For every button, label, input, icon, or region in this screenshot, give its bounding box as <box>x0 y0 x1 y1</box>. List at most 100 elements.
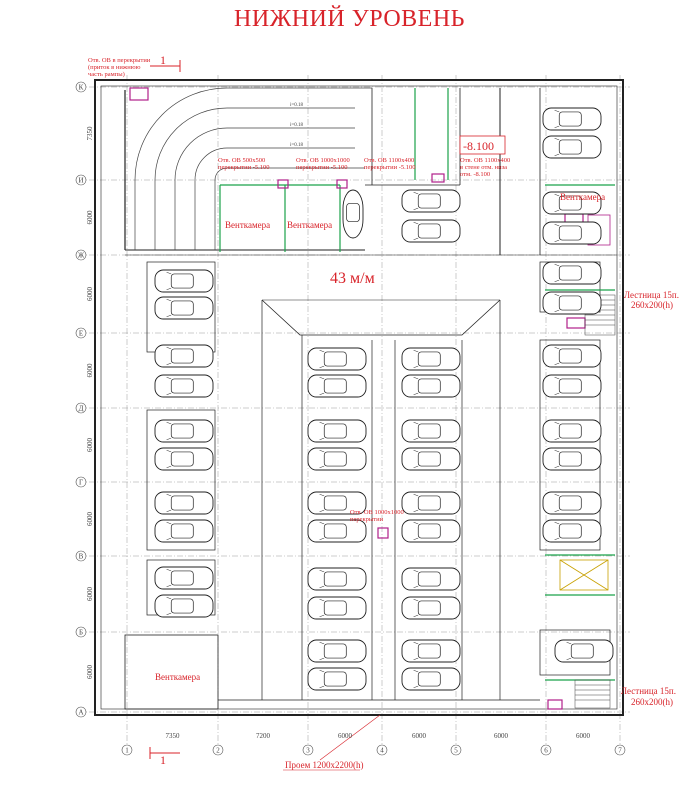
row-dimension: 6000 <box>86 210 94 225</box>
car <box>542 419 602 443</box>
car <box>542 344 602 368</box>
section-mark-bottom <box>149 747 180 759</box>
car <box>401 419 461 443</box>
col-axis-bubble <box>302 744 314 756</box>
row-axis-bubble <box>75 706 87 718</box>
row-axis-label: Б <box>79 629 83 637</box>
row-axis-bubble <box>75 550 87 562</box>
note-ov1100b: отм. -8.100 <box>460 171 490 178</box>
col-axis-bubble <box>376 744 388 756</box>
row-axis-bubble <box>75 81 87 93</box>
car <box>542 191 602 215</box>
section-mark-top-label: 1 <box>160 53 166 67</box>
row-axis-bubble <box>75 174 87 186</box>
ramp-slope: i=0.18 <box>290 103 303 108</box>
car <box>542 107 602 131</box>
col-axis-bubble <box>450 744 462 756</box>
car <box>307 419 367 443</box>
walls <box>94 79 624 716</box>
vent-label-3: Венткамера <box>560 192 605 202</box>
section-mark-top <box>150 60 181 72</box>
row-dimension: 6000 <box>86 587 94 602</box>
row-dimension: 7350 <box>86 126 94 141</box>
page-title: НИЖНИЙ УРОВЕНЬ <box>234 6 465 32</box>
note-ov1000: перекрытии -5.100 <box>296 164 348 171</box>
parking-cars <box>154 107 614 691</box>
car <box>401 519 461 543</box>
row-axis-label: Д <box>79 405 84 413</box>
row-axis-label: В <box>79 553 84 561</box>
car <box>401 347 461 371</box>
row-axis-bubble <box>75 476 87 488</box>
col-axis-label: 7 <box>618 747 622 755</box>
note-top-left: часть рампы) <box>88 71 125 78</box>
car <box>154 447 214 471</box>
col-dimension: 7350 <box>166 732 181 740</box>
col-axis-bubble <box>614 744 626 756</box>
col-dimension: 6000 <box>576 732 591 740</box>
car <box>554 639 614 663</box>
ramp <box>134 87 372 250</box>
car <box>401 189 461 213</box>
col-dimension: 6000 <box>412 732 427 740</box>
car <box>307 491 367 515</box>
stair-size-upper: 260х200(h) <box>631 300 673 310</box>
ramp-slope: i=0.18 <box>290 143 303 148</box>
row-dimension: 6000 <box>86 512 94 527</box>
row-axis-label: Е <box>79 330 83 338</box>
row-axis-bubble <box>75 626 87 638</box>
car <box>154 269 214 293</box>
col-axis-label: 6 <box>544 747 548 755</box>
car <box>307 447 367 471</box>
car <box>154 296 214 320</box>
car <box>542 374 602 398</box>
note-ov1100b: Отв. ОВ 1100х400 <box>460 157 510 164</box>
car <box>401 491 461 515</box>
row-axis-bubble <box>75 327 87 339</box>
note-ov-center: перекрытии <box>350 516 384 523</box>
col-dimension: 6000 <box>494 732 509 740</box>
row-axis-bubble <box>75 249 87 261</box>
car <box>542 491 602 515</box>
elevation-label: -8.100 <box>463 139 494 153</box>
car <box>542 447 602 471</box>
car <box>154 519 214 543</box>
car <box>307 596 367 620</box>
row-axis-label: К <box>79 84 84 92</box>
row-dimension: 6000 <box>86 287 94 302</box>
col-axis-bubble <box>540 744 552 756</box>
stair-size-lower: 260х200(h) <box>631 697 673 707</box>
row-axis-label: Ж <box>78 252 85 260</box>
col-dimension: 7200 <box>256 732 271 740</box>
car <box>542 261 602 285</box>
note-ov1000: Отв. ОВ 1000х1000 <box>296 157 350 164</box>
stair-lower <box>574 679 611 709</box>
car <box>401 639 461 663</box>
car <box>154 566 214 590</box>
car <box>401 219 461 243</box>
car <box>307 519 367 543</box>
vent-label-4: Венткамера <box>155 672 200 682</box>
car <box>401 447 461 471</box>
ramp-slope: i=0.18 <box>290 123 303 128</box>
row-dimension: 6000 <box>86 665 94 680</box>
car <box>401 374 461 398</box>
col-axis-label: 4 <box>380 747 384 755</box>
row-axis-bubble <box>75 402 87 414</box>
col-axis-label: 1 <box>125 747 129 755</box>
car <box>154 344 214 368</box>
col-axis-label: 5 <box>454 747 458 755</box>
section-mark-bottom-label: 1 <box>160 753 166 767</box>
car <box>307 567 367 591</box>
col-axis-label: 2 <box>216 747 220 755</box>
opening-label: Проем 1200х2200(h) <box>285 760 364 770</box>
note-ov500: Отв. ОВ 500х500 <box>218 157 265 164</box>
car <box>401 567 461 591</box>
note-ov1100a: Отв. ОВ 1100х400 <box>364 157 414 164</box>
note-ov1100a: перекрытии -5.100 <box>364 164 416 171</box>
row-axis-label: И <box>78 177 83 185</box>
col-axis-bubble <box>121 744 133 756</box>
car <box>154 491 214 515</box>
car <box>542 291 602 315</box>
